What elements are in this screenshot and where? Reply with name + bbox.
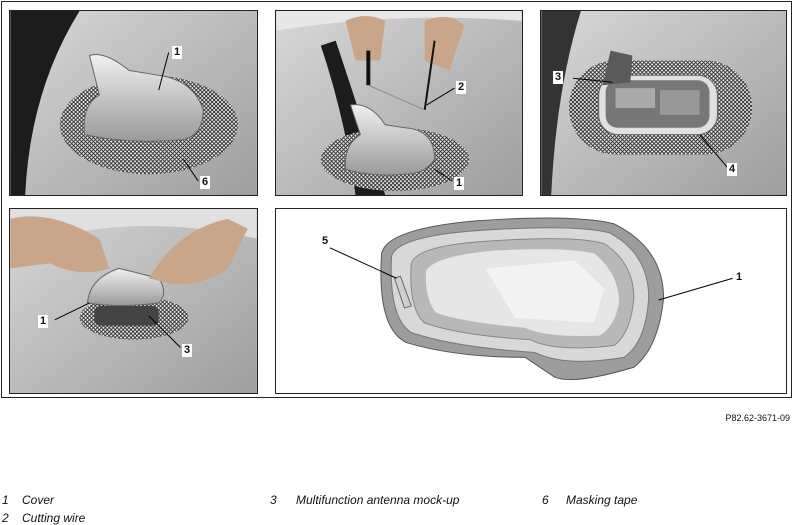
callout-1: 1: [172, 46, 183, 59]
panel-cutting-wire: 2 1: [275, 10, 523, 196]
panel-antenna-mockup: 3 4: [540, 10, 787, 196]
install-cover-illustration: [10, 209, 257, 393]
callout-2: 2: [456, 81, 467, 94]
cover-illustration: [10, 11, 257, 195]
cover-underside-illustration: [277, 209, 785, 393]
cutting-wire-illustration: [276, 11, 522, 195]
panel-cover-masked: 1 6: [9, 10, 258, 196]
figure-code: P82.62-3671-09: [725, 413, 790, 423]
panel-install-cover: 1 3: [9, 208, 258, 394]
callout-6: 6: [200, 176, 211, 189]
callout-1: 1: [38, 315, 49, 328]
callout-3: 3: [182, 344, 193, 357]
panel-cover-underside: 5 1: [275, 208, 787, 394]
callout-3: 3: [553, 71, 564, 84]
callout-4: 4: [727, 163, 738, 176]
callout-1: 1: [734, 271, 745, 284]
figure-frame: 1 6 2 1: [1, 1, 792, 398]
callout-1: 1: [454, 177, 465, 190]
antenna-mockup-illustration: [541, 11, 786, 195]
callout-5: 5: [320, 235, 331, 248]
